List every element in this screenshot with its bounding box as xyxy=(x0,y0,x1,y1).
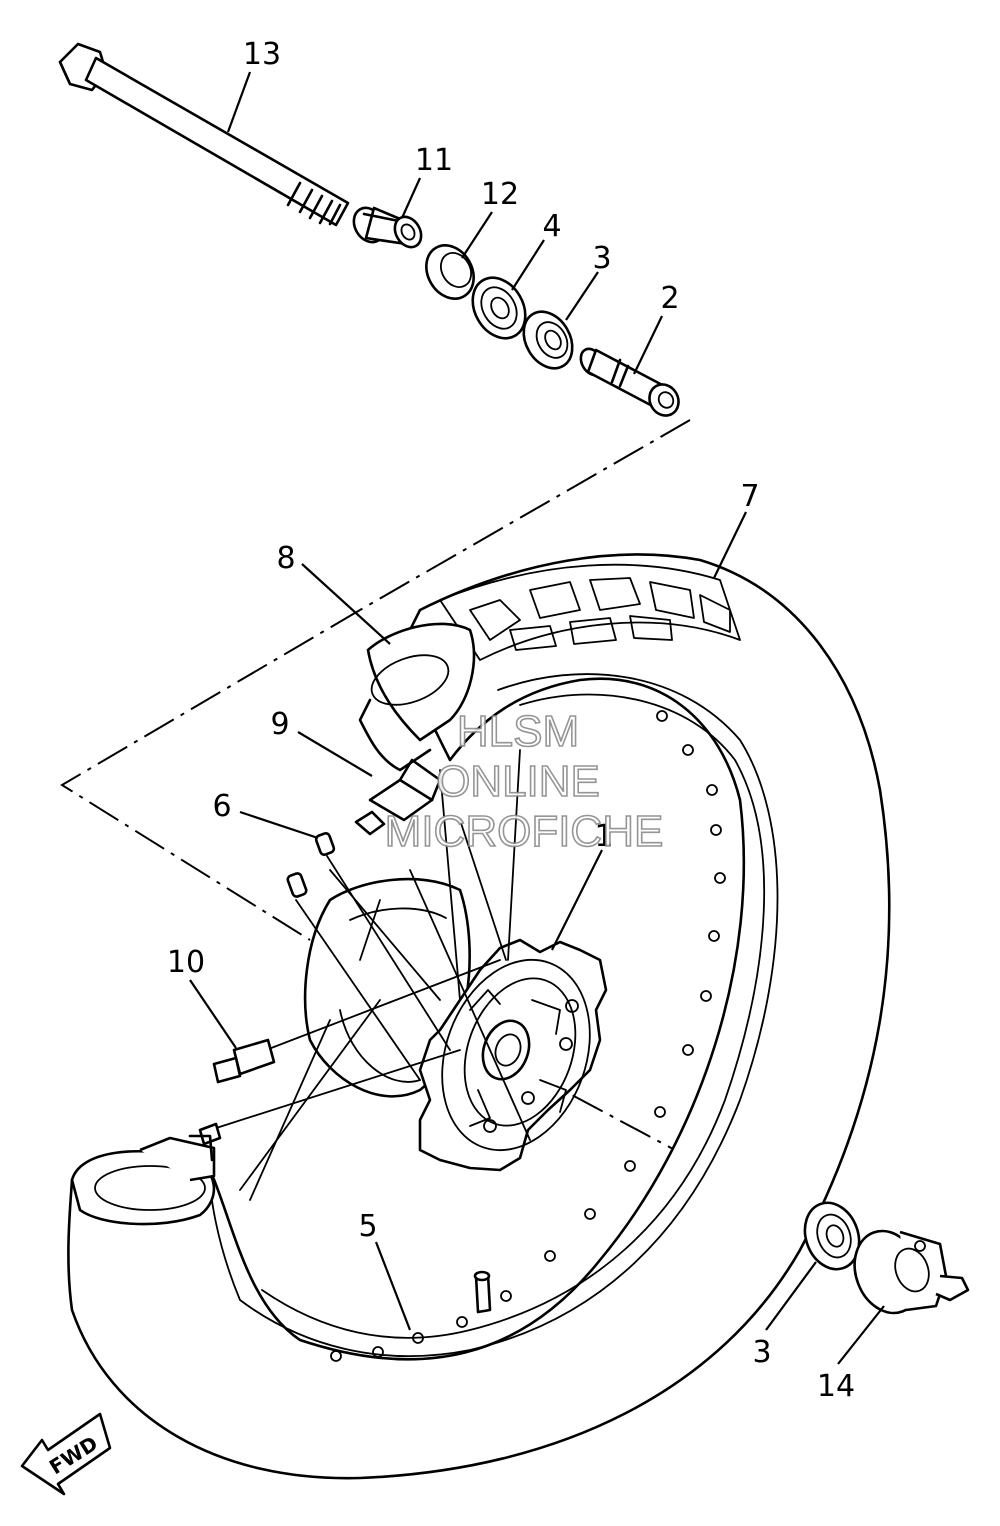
callout-7: 7 xyxy=(740,479,759,514)
spokes xyxy=(209,749,531,1201)
part-13-axle xyxy=(58,42,350,227)
watermark: HLSM ONLINE MICROFICHE xyxy=(384,706,664,857)
callout-1: 1 xyxy=(594,819,613,854)
forward-direction-badge: FWD xyxy=(20,1412,112,1496)
callout-14: 14 xyxy=(817,1369,855,1404)
assembly-axis-lines xyxy=(60,419,811,1223)
watermark-line-3: MICROFICHE xyxy=(385,807,664,856)
fwd-arrow-icon xyxy=(20,1412,112,1496)
part-8-tube-band xyxy=(358,622,476,772)
part-14-meter-gear xyxy=(853,1229,970,1315)
part-2-spacer xyxy=(579,347,680,417)
tire-section-end xyxy=(70,1134,216,1226)
watermark-line-1: HLSM xyxy=(457,707,579,756)
callout-8: 8 xyxy=(276,541,295,576)
part-3-bearing-upper xyxy=(522,310,574,370)
part-11-collar xyxy=(352,206,423,249)
callout-12: 12 xyxy=(481,177,519,212)
rim-spoke-holes xyxy=(330,710,726,1362)
part-10-spoke xyxy=(198,1038,276,1146)
callout-labels: 13 11 12 4 3 2 7 8 9 6 1 10 5 3 14 xyxy=(167,37,855,1404)
callout-10: 10 xyxy=(167,945,205,980)
part-6-spoke xyxy=(286,832,451,1051)
part-3-bearing-lower xyxy=(803,1201,861,1271)
callout-13: 13 xyxy=(243,37,281,72)
part-4-bearing xyxy=(471,276,527,340)
watermark-line-2: ONLINE xyxy=(436,757,600,806)
part-12-oil-seal xyxy=(425,244,475,300)
callout-6: 6 xyxy=(212,789,231,824)
callout-3-lower: 3 xyxy=(752,1335,771,1370)
callout-3-upper: 3 xyxy=(592,241,611,276)
callout-9: 9 xyxy=(270,707,289,742)
callout-2: 2 xyxy=(660,281,679,316)
callout-leaders xyxy=(189,71,885,1365)
callout-11: 11 xyxy=(415,143,453,178)
callout-4: 4 xyxy=(542,209,561,244)
callout-5: 5 xyxy=(358,1209,377,1244)
part-9-rim-lock xyxy=(354,758,442,836)
part-1-hub xyxy=(303,877,608,1172)
